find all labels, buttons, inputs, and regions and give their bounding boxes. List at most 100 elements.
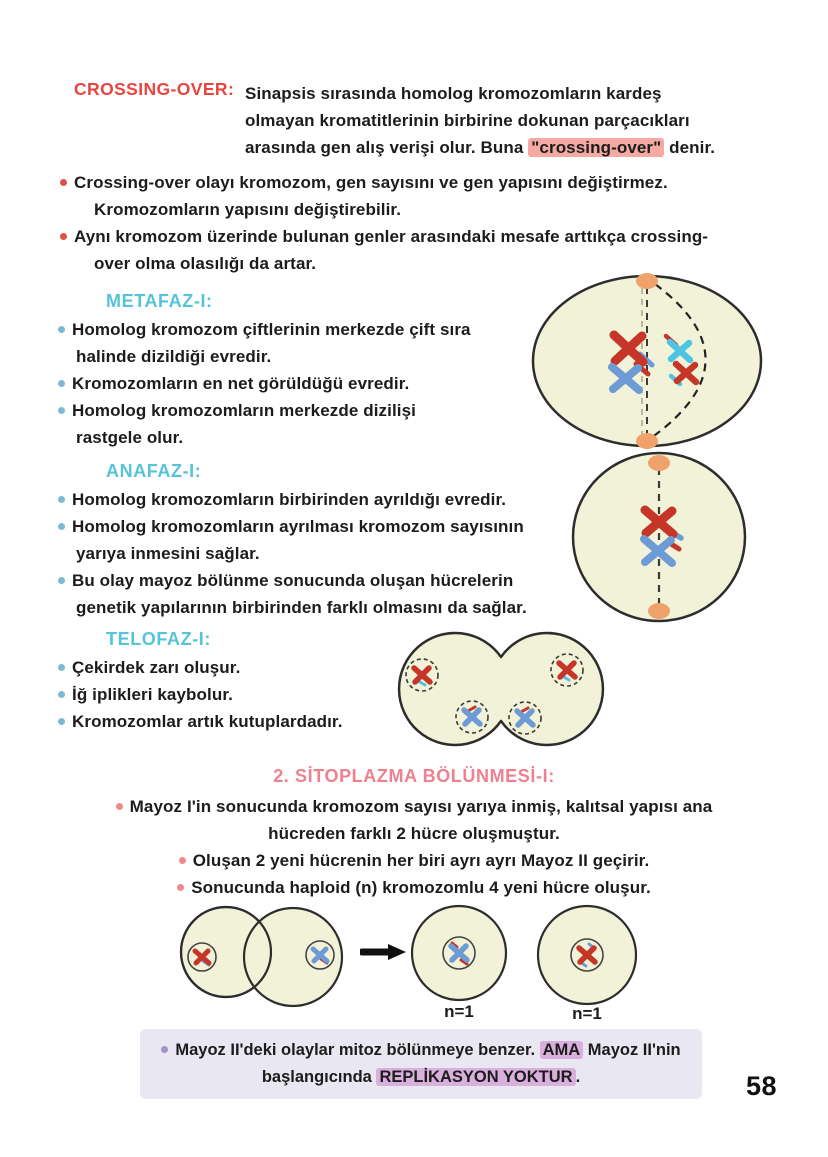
bullet-text: Homolog kromozomların merkezde dizilişi bbox=[72, 401, 416, 420]
bullet-text: Homolog kromozomların ayrılması kromozom… bbox=[72, 517, 524, 536]
bullet-text: Kromozomların en net görüldüğü evredir. bbox=[72, 374, 410, 393]
chromosome-blue-icon bbox=[608, 363, 643, 394]
bullet-text: Kromozomlar artık kutuplardadır. bbox=[72, 712, 343, 731]
crossing-over-heading: CROSSING-OVER: bbox=[74, 79, 235, 99]
nuclear-envelope-icon bbox=[508, 701, 542, 735]
telofaz-cell-diagram bbox=[397, 631, 605, 747]
bullet-text: Mayoz I'in sonucunda kromozom sayısı yar… bbox=[129, 797, 713, 816]
n-equals-1-label: n=1 bbox=[444, 1002, 474, 1021]
centrosome-icon bbox=[648, 603, 670, 619]
bullet-dot-icon bbox=[58, 664, 65, 672]
bullet-line: yarıya inmesini sağlar. bbox=[58, 540, 603, 567]
chromosome-blue-icon bbox=[514, 708, 536, 728]
note-line-1: Mayoz II'deki olaylar mitoz bölünmeye be… bbox=[140, 1037, 702, 1064]
centrosome-icon bbox=[636, 433, 658, 449]
bullet-text: Çekirdek zarı oluşur. bbox=[72, 658, 241, 677]
nuclear-envelope-icon bbox=[550, 653, 584, 687]
intro-line-3-tail: denir. bbox=[664, 138, 716, 157]
chromosome-red-icon bbox=[411, 665, 433, 685]
bullet-text: Homolog kromozomların birbirinden ayrıld… bbox=[72, 490, 507, 509]
crossing-over-definition: Sinapsis sırasında homolog kromozomların… bbox=[245, 80, 760, 161]
bullet-line: halinde dizildiği evredir. bbox=[58, 343, 538, 370]
crossing-over-highlight: "crossing-over" bbox=[528, 138, 665, 157]
chromosome-red-icon bbox=[672, 360, 700, 386]
chromosome-blue-icon bbox=[640, 535, 676, 567]
ama-highlight: AMA bbox=[539, 1041, 584, 1059]
note-text: başlangıcında bbox=[261, 1068, 377, 1086]
spindle-arc-icon bbox=[650, 283, 707, 439]
bullet-dot-icon bbox=[60, 179, 67, 187]
dividing-cell-membrane bbox=[397, 631, 605, 747]
bullet-text: yarıya inmesini sağlar. bbox=[76, 544, 260, 563]
bullet-line: Mayoz I'in sonucunda kromozom sayısı yar… bbox=[64, 793, 764, 820]
bullet-line: Kromozomlar artık kutuplardadır. bbox=[58, 708, 438, 735]
bullet-text: Kromozomların yapısını değiştirebilir. bbox=[94, 200, 402, 219]
bullet-dot-icon bbox=[161, 1046, 169, 1054]
chromatid-segment-red bbox=[466, 705, 477, 713]
bullet-text: hücreden farklı 2 hücre oluşmuştur. bbox=[268, 824, 560, 843]
bullet-line: Sonucunda haploid (n) kromozomlu 4 yeni … bbox=[64, 874, 764, 901]
arrow-right-icon bbox=[360, 944, 406, 960]
sitoplazma-bullets: Mayoz I'in sonucunda kromozom sayısı yar… bbox=[64, 793, 764, 901]
bullet-text: over olma olasılığı da artar. bbox=[94, 254, 317, 273]
bullet-dot-icon bbox=[58, 326, 65, 334]
bullet-dot-icon bbox=[58, 380, 65, 388]
bullet-line: Aynı kromozom üzerinde bulunan genler ar… bbox=[60, 223, 800, 250]
bullet-text: Bu olay mayoz bölünme sonucunda oluşan h… bbox=[72, 571, 514, 590]
nucleus-icon bbox=[570, 938, 604, 972]
chromosome-cyan-icon bbox=[666, 338, 694, 364]
bullet-text: Homolog kromozom çiftlerinin merkezde çi… bbox=[72, 320, 471, 339]
note-box: Mayoz II'deki olaylar mitoz bölünmeye be… bbox=[140, 1029, 702, 1099]
telofaz-heading: TELOFAZ-I: bbox=[106, 629, 211, 649]
intro-line-2: olmayan kromatitlerinin birbirine dokuna… bbox=[245, 111, 690, 130]
bullet-line: Çekirdek zarı oluşur. bbox=[58, 654, 438, 681]
bullet-dot-icon bbox=[177, 884, 185, 892]
bullet-line: Homolog kromozomların merkezde dizilişi bbox=[58, 397, 538, 424]
chromatid-segment-red bbox=[450, 941, 469, 966]
telofaz-bullets: Çekirdek zarı oluşur. İğ iplikleri kaybo… bbox=[58, 654, 438, 735]
bullet-line: over olma olasılığı da artar. bbox=[60, 250, 800, 277]
chromosome-red-icon bbox=[192, 948, 212, 966]
cell-membrane bbox=[242, 906, 344, 1008]
bullet-dot-icon bbox=[58, 523, 65, 531]
chromosome-red-icon bbox=[576, 945, 598, 965]
bullet-dot-icon bbox=[58, 577, 65, 585]
arrow-head bbox=[388, 944, 406, 960]
cell-membrane bbox=[179, 905, 273, 999]
bullet-line: Bu olay mayoz bölünme sonucunda oluşan h… bbox=[58, 567, 603, 594]
haploid-cell-1-diagram bbox=[410, 904, 508, 1002]
bullet-line: İğ iplikleri kaybolur. bbox=[58, 681, 438, 708]
intro-line-3: arasında gen alış verişi olur. Buna "cro… bbox=[245, 134, 760, 161]
bullet-text: rastgele olur. bbox=[76, 428, 184, 447]
sitoplazma-heading: 2. SİTOPLAZMA BÖLÜNMESİ-I: bbox=[273, 766, 555, 786]
bullet-dot-icon bbox=[60, 233, 67, 241]
centrosome-icon bbox=[636, 273, 658, 289]
intro-line-1: Sinapsis sırasında homolog kromozomların… bbox=[245, 84, 662, 103]
note-text: Mayoz II'nin bbox=[583, 1041, 681, 1059]
bullet-line: Kromozomların en net görüldüğü evredir. bbox=[58, 370, 538, 397]
crossing-over-bullets: Crossing-over olayı kromozom, gen sayısı… bbox=[60, 169, 800, 277]
metafaz-bullets: Homolog kromozom çiftlerinin merkezde çi… bbox=[58, 316, 538, 451]
metafaz-cell-diagram bbox=[531, 273, 763, 449]
attached-daughter-cells-diagram bbox=[179, 905, 344, 1008]
n-equals-1-label: n=1 bbox=[572, 1004, 602, 1023]
haploid-cell-2-diagram bbox=[536, 904, 638, 1006]
chromatid-segment-red bbox=[519, 706, 530, 714]
bullet-text: halinde dizildiği evredir. bbox=[76, 347, 272, 366]
anafaz-bullets: Homolog kromozomların birbirinden ayrıld… bbox=[58, 486, 603, 621]
metafaz-heading: METAFAZ-I: bbox=[106, 291, 213, 311]
anafaz-cell-diagram bbox=[571, 451, 747, 623]
bullet-line: Homolog kromozomların ayrılması kromozom… bbox=[58, 513, 603, 540]
chromosome-blue-icon bbox=[310, 946, 330, 964]
bullet-line: Kromozomların yapısını değiştirebilir. bbox=[60, 196, 800, 223]
replikasyon-yoktur-highlight: REPLİKASYON YOKTUR bbox=[376, 1068, 576, 1086]
bullet-text: Aynı kromozom üzerinde bulunan genler ar… bbox=[74, 227, 709, 246]
note-line-2: başlangıcında REPLİKASYON YOKTUR. bbox=[140, 1064, 702, 1091]
bullet-line: Homolog kromozom çiftlerinin merkezde çi… bbox=[58, 316, 538, 343]
intro-line-3-text: arasında gen alış verişi olur. Buna bbox=[245, 138, 529, 157]
chromosome-blue-icon bbox=[448, 943, 470, 963]
bullet-line: rastgele olur. bbox=[58, 424, 538, 451]
bullet-text: İğ iplikleri kaybolur. bbox=[72, 685, 233, 704]
centrosome-icon bbox=[648, 455, 670, 471]
